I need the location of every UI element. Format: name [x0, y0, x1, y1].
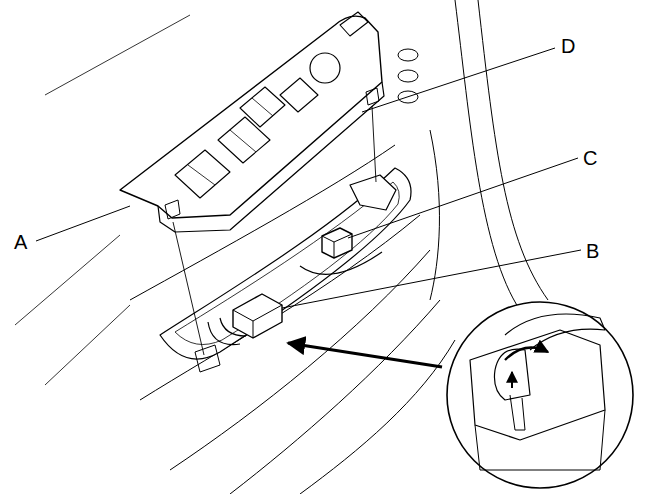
clip-hole — [195, 345, 220, 372]
connector-b — [233, 305, 282, 338]
switch-button — [175, 150, 230, 198]
switch-button — [280, 78, 318, 112]
mirror-knob — [310, 53, 340, 83]
callout-letter: C — [581, 147, 599, 169]
panel-clip — [366, 88, 379, 105]
callout-letter: D — [559, 35, 577, 57]
callout-letter: A — [12, 231, 29, 253]
lock-switch — [340, 12, 368, 36]
switch-panel — [120, 16, 382, 218]
install-line — [173, 222, 204, 355]
door-trim — [478, 0, 548, 300]
door-trim — [300, 340, 455, 494]
detail-finger — [505, 314, 605, 350]
callout-letter: B — [584, 240, 601, 262]
switch-button — [188, 98, 273, 185]
release-arrow — [505, 348, 548, 361]
panel-clip — [165, 200, 180, 219]
switch-button — [218, 117, 270, 163]
vent-slot — [398, 70, 418, 82]
connector-c — [322, 228, 352, 258]
door-trim — [430, 130, 439, 300]
shade-line — [45, 305, 130, 385]
door-trim — [140, 215, 420, 400]
install-line — [372, 106, 376, 182]
connector-c — [322, 234, 352, 258]
push-arrow — [511, 372, 513, 388]
detail-arrow — [288, 343, 442, 367]
leader-line — [362, 48, 555, 112]
vent-slot — [398, 49, 418, 61]
detail-connector — [475, 410, 605, 470]
detail-latch — [510, 395, 525, 430]
clip-receptacle — [350, 175, 396, 210]
leader-line — [348, 158, 578, 238]
connector-b — [233, 294, 282, 338]
shade-line — [15, 235, 120, 325]
detail-latch — [494, 349, 530, 400]
leader-line — [36, 206, 130, 241]
detail-connector — [470, 330, 605, 440]
detail-circle — [447, 302, 633, 488]
switch-panel-edge — [158, 82, 384, 232]
leader-line — [282, 250, 581, 308]
shade-line — [45, 15, 190, 95]
